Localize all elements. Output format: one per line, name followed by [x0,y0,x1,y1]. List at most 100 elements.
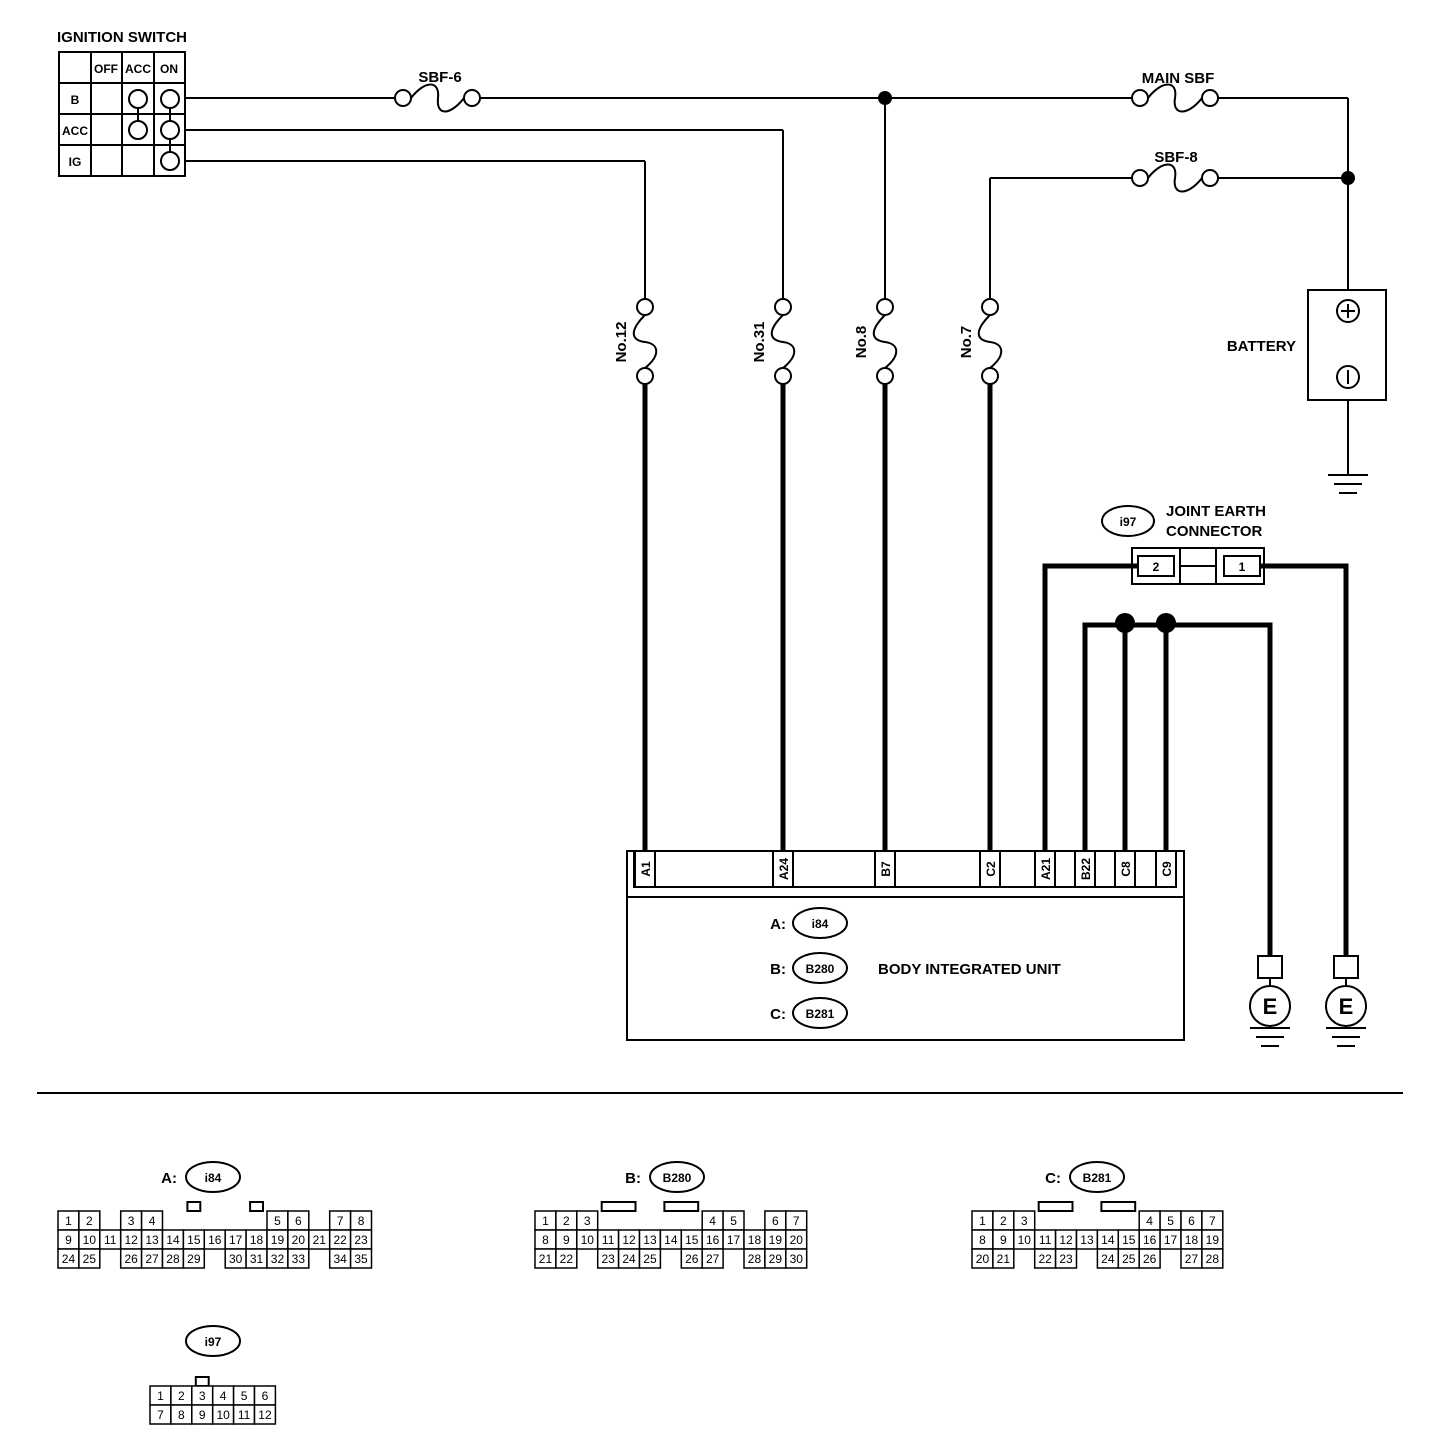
earth-symbol-left: E [1249,955,1291,1047]
switch-row-b: B [71,93,80,107]
connector-pin-number: 2 [178,1389,185,1403]
battery: BATTERY [1227,289,1387,494]
unit-connector-id: B280 [806,962,835,976]
connector-pin-number: 7 [157,1408,164,1422]
connector-pin-number: 1 [979,1214,986,1228]
connector-pin-number: 20 [976,1252,990,1266]
connector-pin-number: 10 [83,1233,97,1247]
connector-key [186,1201,202,1212]
connector-pin-number: 24 [62,1252,76,1266]
connector-pin-number: 2 [563,1214,570,1228]
connector-pin-number: 6 [262,1389,269,1403]
connector-pin-number: 11 [602,1233,615,1247]
connector-key [1100,1201,1137,1212]
fuse-no12: No.12 [613,298,658,385]
switch-col-off: OFF [94,62,118,76]
connector-pin-number: 13 [643,1233,657,1247]
earth-symbol-right: E [1325,955,1367,1047]
fuse-no7-label: No.7 [958,326,975,359]
connector-pin-cell [785,1248,808,1269]
joint-earth-pin-1: 1 [1239,560,1246,574]
connector-pin-number: 28 [166,1252,180,1266]
earth-label: E [1339,994,1354,1019]
unit-connector-prefix: B: [770,961,786,978]
connector-pin-number: 30 [790,1252,804,1266]
connector-pin-number: 26 [124,1252,138,1266]
fuse-main-sbf: MAIN SBF [1131,70,1219,113]
connector-pin-cell [992,1248,1015,1269]
switch-col-on: ON [160,62,178,76]
junction-dot [1115,613,1135,633]
unit-pin-cell [1034,850,1056,888]
connector-pin-number: 12 [622,1233,636,1247]
connector-view-badge [185,1161,241,1193]
connector-pin-number: 10 [216,1408,230,1422]
connector-pin-number: 6 [772,1214,779,1228]
unit-pin-label: A1 [639,861,653,877]
connector-pin-number: 29 [187,1252,201,1266]
joint-earth-label-1: JOINT EARTH [1166,503,1266,520]
unit-connector-c: C: B281 [770,997,848,1029]
connector-pin-number: 14 [664,1233,678,1247]
connector-pin-number: 20 [292,1233,306,1247]
unit-name: BODY INTEGRATED UNIT [878,961,1061,978]
switch-contact [128,89,148,109]
connector-view-badge [649,1161,705,1193]
connector-pin-number: 23 [1059,1252,1073,1266]
connector-pin-number: 7 [793,1214,800,1228]
ignition-switch-title: IGNITION SWITCH [57,29,187,46]
connector-key [194,1376,210,1387]
joint-earth-connector: i97 JOINT EARTH CONNECTOR 2 1 [1101,503,1266,585]
unit-connector-id: B281 [806,1007,835,1021]
connector-pin-number: 2 [86,1214,93,1228]
connector-pin-number: 4 [220,1389,227,1403]
connector-pin-number: 23 [601,1252,615,1266]
connector-pin-number: 20 [790,1233,804,1247]
connector-pin-number: 26 [685,1252,699,1266]
connector-pin-number: 3 [584,1214,591,1228]
connector-pin-number: 22 [560,1252,574,1266]
switch-row-acc: ACC [62,124,88,138]
fuse-sbf8-label: SBF-8 [1154,149,1197,166]
connector-pin-number: 12 [1059,1233,1073,1247]
connector-pin-cell [701,1248,724,1269]
connector-pin-number: 9 [1000,1233,1007,1247]
connector-pin-number: 5 [730,1214,737,1228]
connector-pin-number: 24 [622,1252,636,1266]
connector-pin-number: 12 [124,1233,138,1247]
connector-pin-number: 3 [128,1214,135,1228]
connector-pin-number: 7 [337,1214,344,1228]
connector-pin-cell [78,1248,101,1269]
connector-pin-number: 4 [149,1214,156,1228]
connector-pin-number: 25 [643,1252,657,1266]
earth-label: E [1263,994,1278,1019]
connector-pin-number: 15 [685,1233,699,1247]
connector-pin-number: 10 [581,1233,595,1247]
connector-pin-number: 18 [250,1233,264,1247]
connector-pin-number: 7 [1209,1214,1216,1228]
connector-pin-number: 31 [250,1252,264,1266]
connector-view-prefix: A: [161,1170,177,1187]
connector-pin-number: 4 [1146,1214,1153,1228]
connector-pin-number: 8 [358,1214,365,1228]
connector-pin-number: 9 [563,1233,570,1247]
connector-pin-number: 16 [208,1233,222,1247]
connector-pin-number: 4 [709,1214,716,1228]
connector-pin-number: 34 [333,1252,347,1266]
connector-pin-number: 18 [1185,1233,1199,1247]
connector-pin-number: 35 [354,1252,368,1266]
connector-pin-number: 16 [1143,1233,1157,1247]
connector-pin-number: 10 [1018,1233,1032,1247]
junction-dot [1341,171,1355,185]
connector-pin-number: 11 [1039,1233,1052,1247]
fuse-sbf8: SBF-8 [1131,149,1219,193]
connector-pin-number: 22 [1038,1252,1052,1266]
connector-pin-number: 19 [271,1233,285,1247]
connector-pin-number: 3 [199,1389,206,1403]
earth-wiring [1042,563,1349,956]
